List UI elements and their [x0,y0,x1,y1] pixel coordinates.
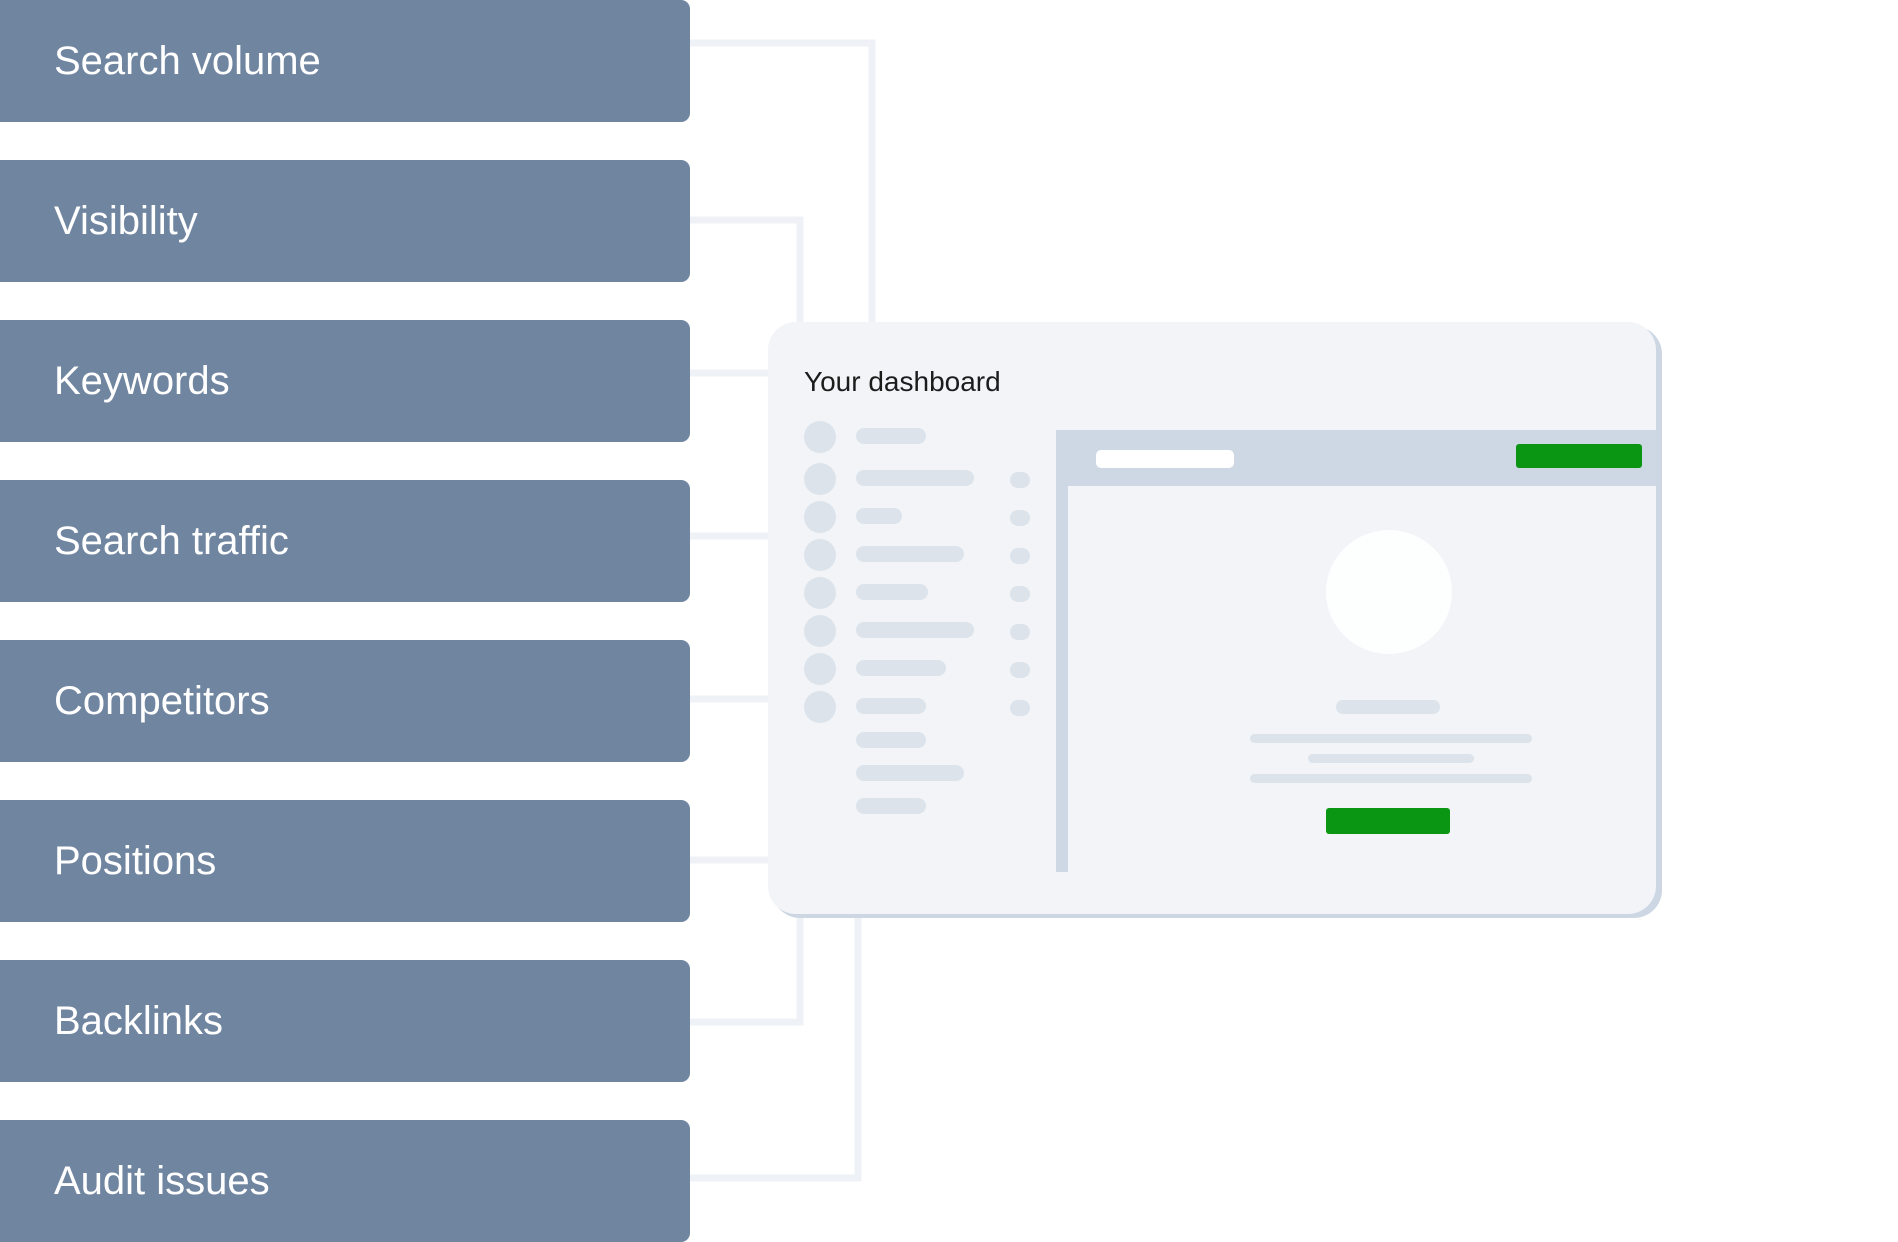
dashboard-card: Your dashboard [768,322,1656,914]
metric-competitors: Competitors [0,640,690,762]
metric-label: Positions [54,839,217,883]
profile-action-button [1326,808,1450,834]
profile-avatar-placeholder [1326,530,1452,654]
list-text-placeholder [856,698,926,714]
list-text-placeholder [856,508,902,524]
panel-side-border [1056,430,1068,872]
list-status-placeholder [1010,586,1030,602]
profile-text-placeholder [1250,734,1532,743]
list-text-placeholder [856,428,926,444]
panel-search-placeholder [1096,450,1234,468]
list-status-placeholder [1010,700,1030,716]
dashboard-title: Your dashboard [804,366,1001,397]
metric-label: Backlinks [54,999,223,1043]
profile-text-placeholder [1250,774,1532,783]
metric-backlinks: Backlinks [0,960,690,1082]
list-text-placeholder [856,765,964,781]
list-avatar-placeholder [804,615,836,647]
list-text-placeholder [856,798,926,814]
list-avatar-placeholder [804,421,836,453]
metric-search-traffic: Search traffic [0,480,690,602]
profile-text-placeholder [1308,754,1474,763]
metric-positions: Positions [0,800,690,922]
list-avatar-placeholder [804,653,836,685]
metric-label: Competitors [54,679,270,723]
metric-label: Keywords [54,359,230,403]
metric-audit-issues: Audit issues [0,1120,690,1242]
list-status-placeholder [1010,624,1030,640]
panel-header-button [1516,444,1642,468]
metric-visibility: Visibility [0,160,690,282]
profile-name-placeholder [1336,700,1440,714]
list-avatar-placeholder [804,577,836,609]
list-avatar-placeholder [804,691,836,723]
list-text-placeholder [856,470,974,486]
list-avatar-placeholder [804,501,836,533]
list-avatar-placeholder [804,539,836,571]
list-status-placeholder [1010,472,1030,488]
list-text-placeholder [856,732,926,748]
list-text-placeholder [856,660,946,676]
list-status-placeholder [1010,662,1030,678]
list-status-placeholder [1010,510,1030,526]
metric-label: Search traffic [54,519,289,563]
list-text-placeholder [856,622,974,638]
metric-search-volume: Search volume [0,0,690,122]
metric-label: Visibility [54,199,198,243]
list-avatar-placeholder [804,463,836,495]
metric-keywords: Keywords [0,320,690,442]
list-text-placeholder [856,546,964,562]
list-text-placeholder [856,584,928,600]
metric-label: Search volume [54,39,321,83]
list-status-placeholder [1010,548,1030,564]
metric-label: Audit issues [54,1159,270,1203]
